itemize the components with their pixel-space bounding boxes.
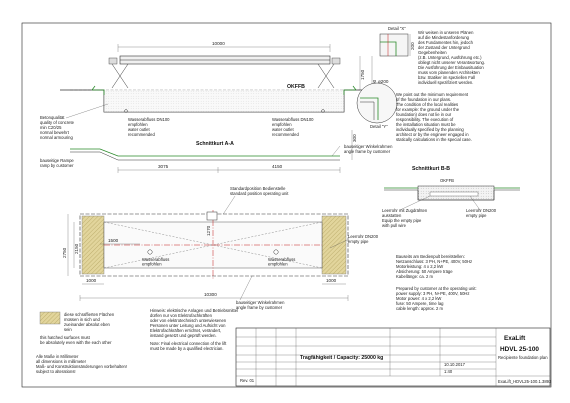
dim-left-1: 2750 xyxy=(62,247,67,258)
electrical-de: Bauseits am Bedienpult bereitstellen: Ne… xyxy=(396,254,473,279)
legend: diese schraffierten Flächen müssen in si… xyxy=(39,311,115,345)
detail-y-label: Detail "Y" xyxy=(370,124,388,129)
dim-side-1: 1000 xyxy=(86,278,97,283)
section-bb: Schnittkurt B-B OKFFB Leerrohr mit Zugdr… xyxy=(382,166,520,228)
drain-note-left: Wasserabfluss DN100 empfohlen water outl… xyxy=(128,117,171,137)
detail-x-title: Detail "X" xyxy=(388,26,406,31)
sheet-border xyxy=(21,22,552,388)
footer-dimensions-note: Alle Maße in Millimeter all dimensions i… xyxy=(36,354,128,374)
legend-hatch-swatch xyxy=(39,311,61,325)
company-name: ExaLift xyxy=(504,335,526,342)
conduit-note: Leerrohr mit Zugdrähten ausstatten Equip… xyxy=(382,208,428,228)
revision: Rev. 01 xyxy=(240,378,255,383)
electrical-en: Prepared by customer at the operating un… xyxy=(396,286,478,311)
hint-electrical: Hinweis: elektrische Anlagen und Betrieb… xyxy=(150,308,239,351)
dim-side-2: 1000 xyxy=(326,278,337,283)
dim-plan-total: 10300 xyxy=(204,292,217,297)
legend-hatch-de: diese schraffierten Flächen müssen in si… xyxy=(64,312,115,332)
dim-left-2: 2150 xyxy=(74,243,79,254)
hatch-pad-right xyxy=(321,215,347,275)
section-aa-title: Schnittkurt A-A xyxy=(196,141,234,147)
capacity: Tragfähigkeit / Capacity: 25000 kg xyxy=(300,355,383,361)
drawing-scale: 1:40 xyxy=(444,369,453,374)
drawing-date: 10.10.2017 xyxy=(444,362,466,367)
drain-note-right: Wasserabfluss DN100 empfohlen water outl… xyxy=(272,117,315,137)
ramp-label: bauseitige Rampe ramp by customer xyxy=(40,158,75,168)
section-bb-okffb: OKFFB xyxy=(440,178,454,183)
concrete-note: Betonqualität quality of concrete min C2… xyxy=(40,115,75,140)
drain-tag-2: Wasserabfluss empfohlen xyxy=(268,257,296,267)
dim-inner: 1270 xyxy=(206,225,211,236)
detail-x-dim: 200 xyxy=(410,42,415,50)
drawing-number: ExaLift_HDVL25-100.1.3893 xyxy=(498,379,552,384)
section-bb-outlet: Leerrohr DN200 empty pipe xyxy=(466,208,497,218)
detail-x: Detail "X" 200 Detail "Y" ø200 xyxy=(356,26,415,129)
detail-dia: ø200 xyxy=(378,79,389,84)
dim-total-length: 10000 xyxy=(212,41,225,46)
empty-pipe-label: Leerrohr DN200 empty pipe xyxy=(348,234,379,244)
dim-a: 3075 xyxy=(158,164,169,169)
plan-view: Standardposition Bedienstelle standard p… xyxy=(62,186,379,310)
legend-hatch-en: this hatched surfaces must be absolutely… xyxy=(40,335,112,345)
notes-block: Wir weisen in unseren Plänen auf die Min… xyxy=(396,30,486,142)
standard-position-label: Standardposition Bedienstelle standard p… xyxy=(230,186,289,196)
dim-b: 4150 xyxy=(272,164,283,169)
note-english: We point out the minimum requirement of … xyxy=(396,92,472,142)
dim-r: 300 xyxy=(352,134,357,142)
okffb-label: OKFFB xyxy=(287,84,305,90)
hatch-pad-left xyxy=(81,215,105,275)
model-name: HDVL 25-100 xyxy=(500,346,539,353)
note-german: Wir weisen in unseren Plänen auf die Min… xyxy=(418,30,486,85)
dim-mid: 1500 xyxy=(108,238,119,243)
plan-angle-frame: bauseitiger Winkelrahmen angle frame by … xyxy=(236,300,286,310)
elevation-view: 10000 OKFFB 1750 2100 Betonqualität qual… xyxy=(40,41,394,173)
angle-frame-label: bauseitiger Winkelrahmen angle frame by … xyxy=(344,144,394,154)
drain-tag-1: Wasserabfluss empfohlen xyxy=(142,257,170,267)
title-block: ExaLift HDVL 25-100 Recipiente foundatio… xyxy=(235,327,552,387)
dim-height-1: 1750 xyxy=(360,69,365,80)
section-bb-title: Schnittkurt B-B xyxy=(412,166,450,172)
drawing-description: Recipiente foundation plan xyxy=(498,355,548,360)
